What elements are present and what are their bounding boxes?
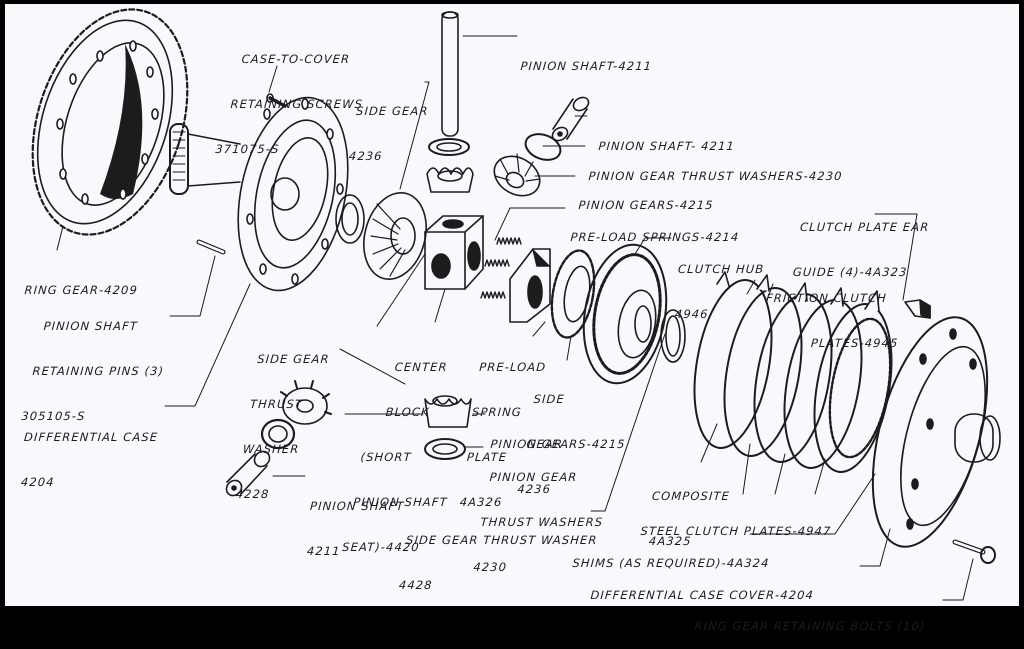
preload-springs-part <box>480 237 522 299</box>
pinion-thrust-washer-lower-part <box>424 438 466 460</box>
label-line: SIDE <box>533 392 566 406</box>
label-line: RETAINING SCREWS <box>230 97 364 111</box>
label-line: DIFFERENTIAL CASE <box>23 430 159 444</box>
label-side-gear-top: SIDE GEAR 4236 <box>348 74 431 179</box>
shim-part <box>660 309 686 363</box>
case-to-cover-screw-part <box>266 93 287 108</box>
label-line: RETAINING PINS (3) <box>32 364 165 378</box>
pinion-gear-lower-part <box>424 395 472 428</box>
label-line: SIDE GEAR <box>355 104 429 118</box>
center-block-part <box>424 215 484 290</box>
pinion-gear-part <box>426 167 474 193</box>
side-gear-part <box>363 191 427 281</box>
side-gear-thrust-washer-part <box>335 194 365 244</box>
pinion-shaft-bottom-part <box>225 450 271 497</box>
label-side-gear-thrust-washer-bottom: SIDE GEAR THRUST WASHER 4428 <box>397 503 600 608</box>
pinion-shaft-long-part <box>441 11 459 137</box>
label-line: (SHORT <box>360 450 413 464</box>
label-line: BLOCK <box>385 405 431 419</box>
label-line: 371075-S <box>214 142 281 156</box>
differential-case-cover-part <box>871 316 1001 548</box>
label-line: CENTER <box>394 360 449 374</box>
side-gear-mid-part <box>550 249 596 339</box>
label-line: PINION SHAFT <box>309 499 405 513</box>
label-pinion-shaft-bottom: PINION SHAFT 4211 <box>305 469 407 574</box>
label-differential-case: DIFFERENTIAL CASE 4204 <box>19 400 160 505</box>
pinion-shaft-short-part <box>551 96 590 142</box>
pinion-gear-angled-part <box>493 153 541 197</box>
callout-leader-lines <box>56 35 974 601</box>
label-line: PINION SHAFT <box>43 319 139 333</box>
label-line: 4204 <box>20 475 56 489</box>
label-line: RING GEAR RETAINING BOLTS (10) <box>694 619 927 633</box>
label-line: CLUTCH PLATE EAR <box>799 220 930 234</box>
preload-spring-plate-part <box>509 248 551 323</box>
label-line: PINION SHAFT-4211 <box>520 59 653 73</box>
label-case-to-cover-retaining-screws: CASE-TO-COVER RETAINING SCREWS 371075-S <box>215 22 369 172</box>
label-line: CASE-TO-COVER <box>241 52 351 66</box>
label-line: SIDE GEAR <box>256 352 331 366</box>
ring-gear-bolt-part <box>952 539 996 564</box>
pinion-gear-thrust-washer-part <box>428 138 470 156</box>
label-clutch-hub: CLUTCH HUB 4946 <box>673 232 767 337</box>
label-line: 4228 <box>235 487 270 501</box>
ring-gear-part <box>31 8 189 236</box>
retaining-pin-part <box>196 239 226 255</box>
label-line: PLATES-4945 <box>810 336 899 350</box>
label-line: CLUTCH HUB <box>677 262 765 276</box>
label-line: SIDE GEAR THRUST WASHER <box>405 533 598 547</box>
label-pinion-shaft-long: PINION SHAFT-4211 <box>519 29 655 89</box>
label-line: 4428 <box>398 578 434 592</box>
clutch-hub-part <box>582 243 668 385</box>
label-line: 4946 <box>674 307 710 321</box>
ear-guide-part <box>904 299 931 319</box>
label-line: FRICTION CLUTCH <box>765 291 888 305</box>
differential-case-part <box>169 96 349 292</box>
label-line: 4236 <box>348 149 384 163</box>
exploded-view-drawing <box>31 8 1001 601</box>
label-ring-gear-retaining-bolts: RING GEAR RETAINING BOLTS (10) <box>693 589 928 649</box>
label-line: THRUST <box>249 397 304 411</box>
image-frame: CASE-TO-COVER RETAINING SCREWS 371075-S … <box>5 4 1019 633</box>
label-friction-clutch-plates: FRICTION CLUTCH PLATES-4945 <box>761 261 904 366</box>
pinion-gear-lower-left-part <box>280 380 332 425</box>
label-line: PINION GEAR <box>489 470 578 484</box>
diagram-canvas: CASE-TO-COVER RETAINING SCREWS 371075-S … <box>5 4 1019 633</box>
label-line: 4211 <box>306 544 342 558</box>
pinion-thrust-washer-lower-left-part <box>260 418 296 450</box>
label-line: WASHER <box>242 442 300 456</box>
